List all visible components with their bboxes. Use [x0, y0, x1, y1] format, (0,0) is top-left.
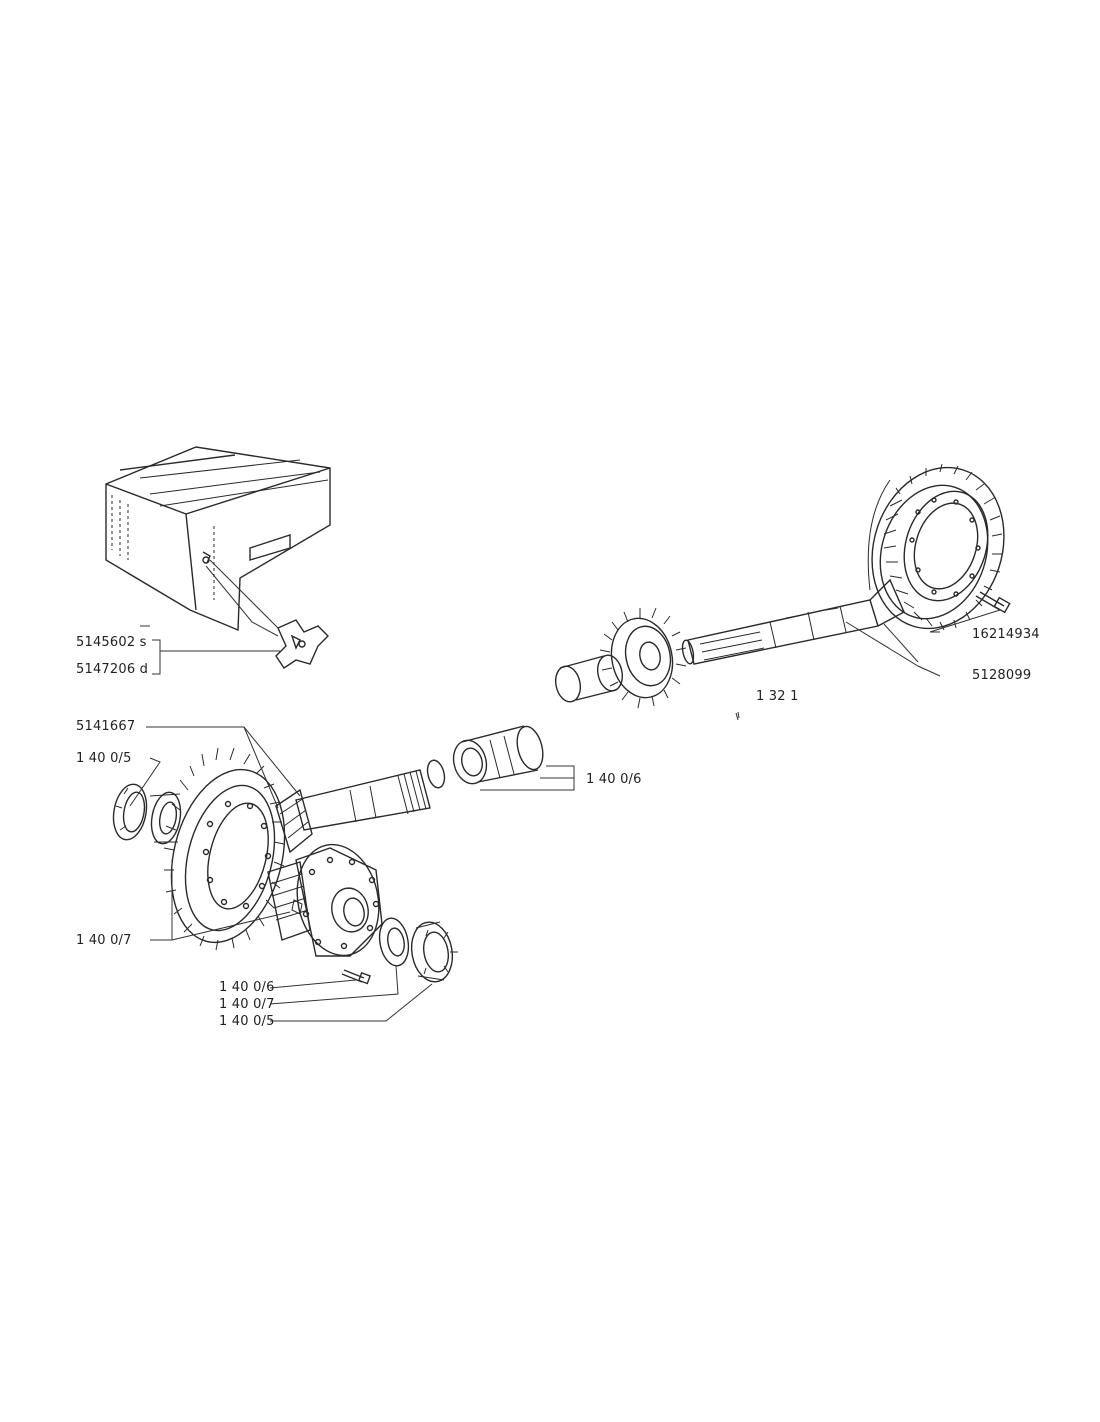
- ring-gear-bolt: [975, 591, 1011, 614]
- callout-1400-6-right: 1 40 0/6: [586, 772, 642, 787]
- callout-1400-5-upper: 1 40 0/5: [76, 751, 132, 766]
- differential-case: [267, 843, 383, 957]
- diff-bolt: [341, 969, 371, 985]
- drive-pinion-shaft: [275, 769, 431, 854]
- spur-gear: [599, 607, 687, 709]
- bracket-leader: [152, 639, 280, 675]
- callout-1400-7-lower: 1 40 0/7: [219, 997, 275, 1012]
- pinion-shaft: [681, 578, 905, 665]
- right-leaders: [737, 609, 1001, 719]
- left-bearing-nut: [112, 783, 182, 845]
- bracket-plate: [205, 559, 329, 669]
- callout-1321: 1 32 1: [756, 689, 799, 704]
- pinion-bearings: [426, 725, 544, 789]
- gearbox-housing: [105, 446, 331, 632]
- bushing-sleeve: [554, 654, 624, 703]
- callout-5145602-s: 5145602 s: [76, 635, 147, 650]
- callout-1400-6-lower: 1 40 0/6: [219, 980, 275, 995]
- registration-marks: [140, 625, 739, 721]
- callout-1400-7-left: 1 40 0/7: [76, 933, 132, 948]
- callout-5128099: 5128099: [972, 668, 1032, 683]
- callout-5147206-d: 5147206 d: [76, 662, 149, 677]
- crown-gear: [163, 747, 286, 951]
- left-leaders: [129, 726, 575, 1022]
- callout-1400-5-lower: 1 40 0/5: [219, 1014, 275, 1029]
- callout-5141667: 5141667: [76, 719, 136, 734]
- ring-gear-assembly: [867, 463, 1005, 631]
- callout-16214934: 16214934: [972, 627, 1040, 642]
- lower-bearing-nut: [378, 917, 458, 983]
